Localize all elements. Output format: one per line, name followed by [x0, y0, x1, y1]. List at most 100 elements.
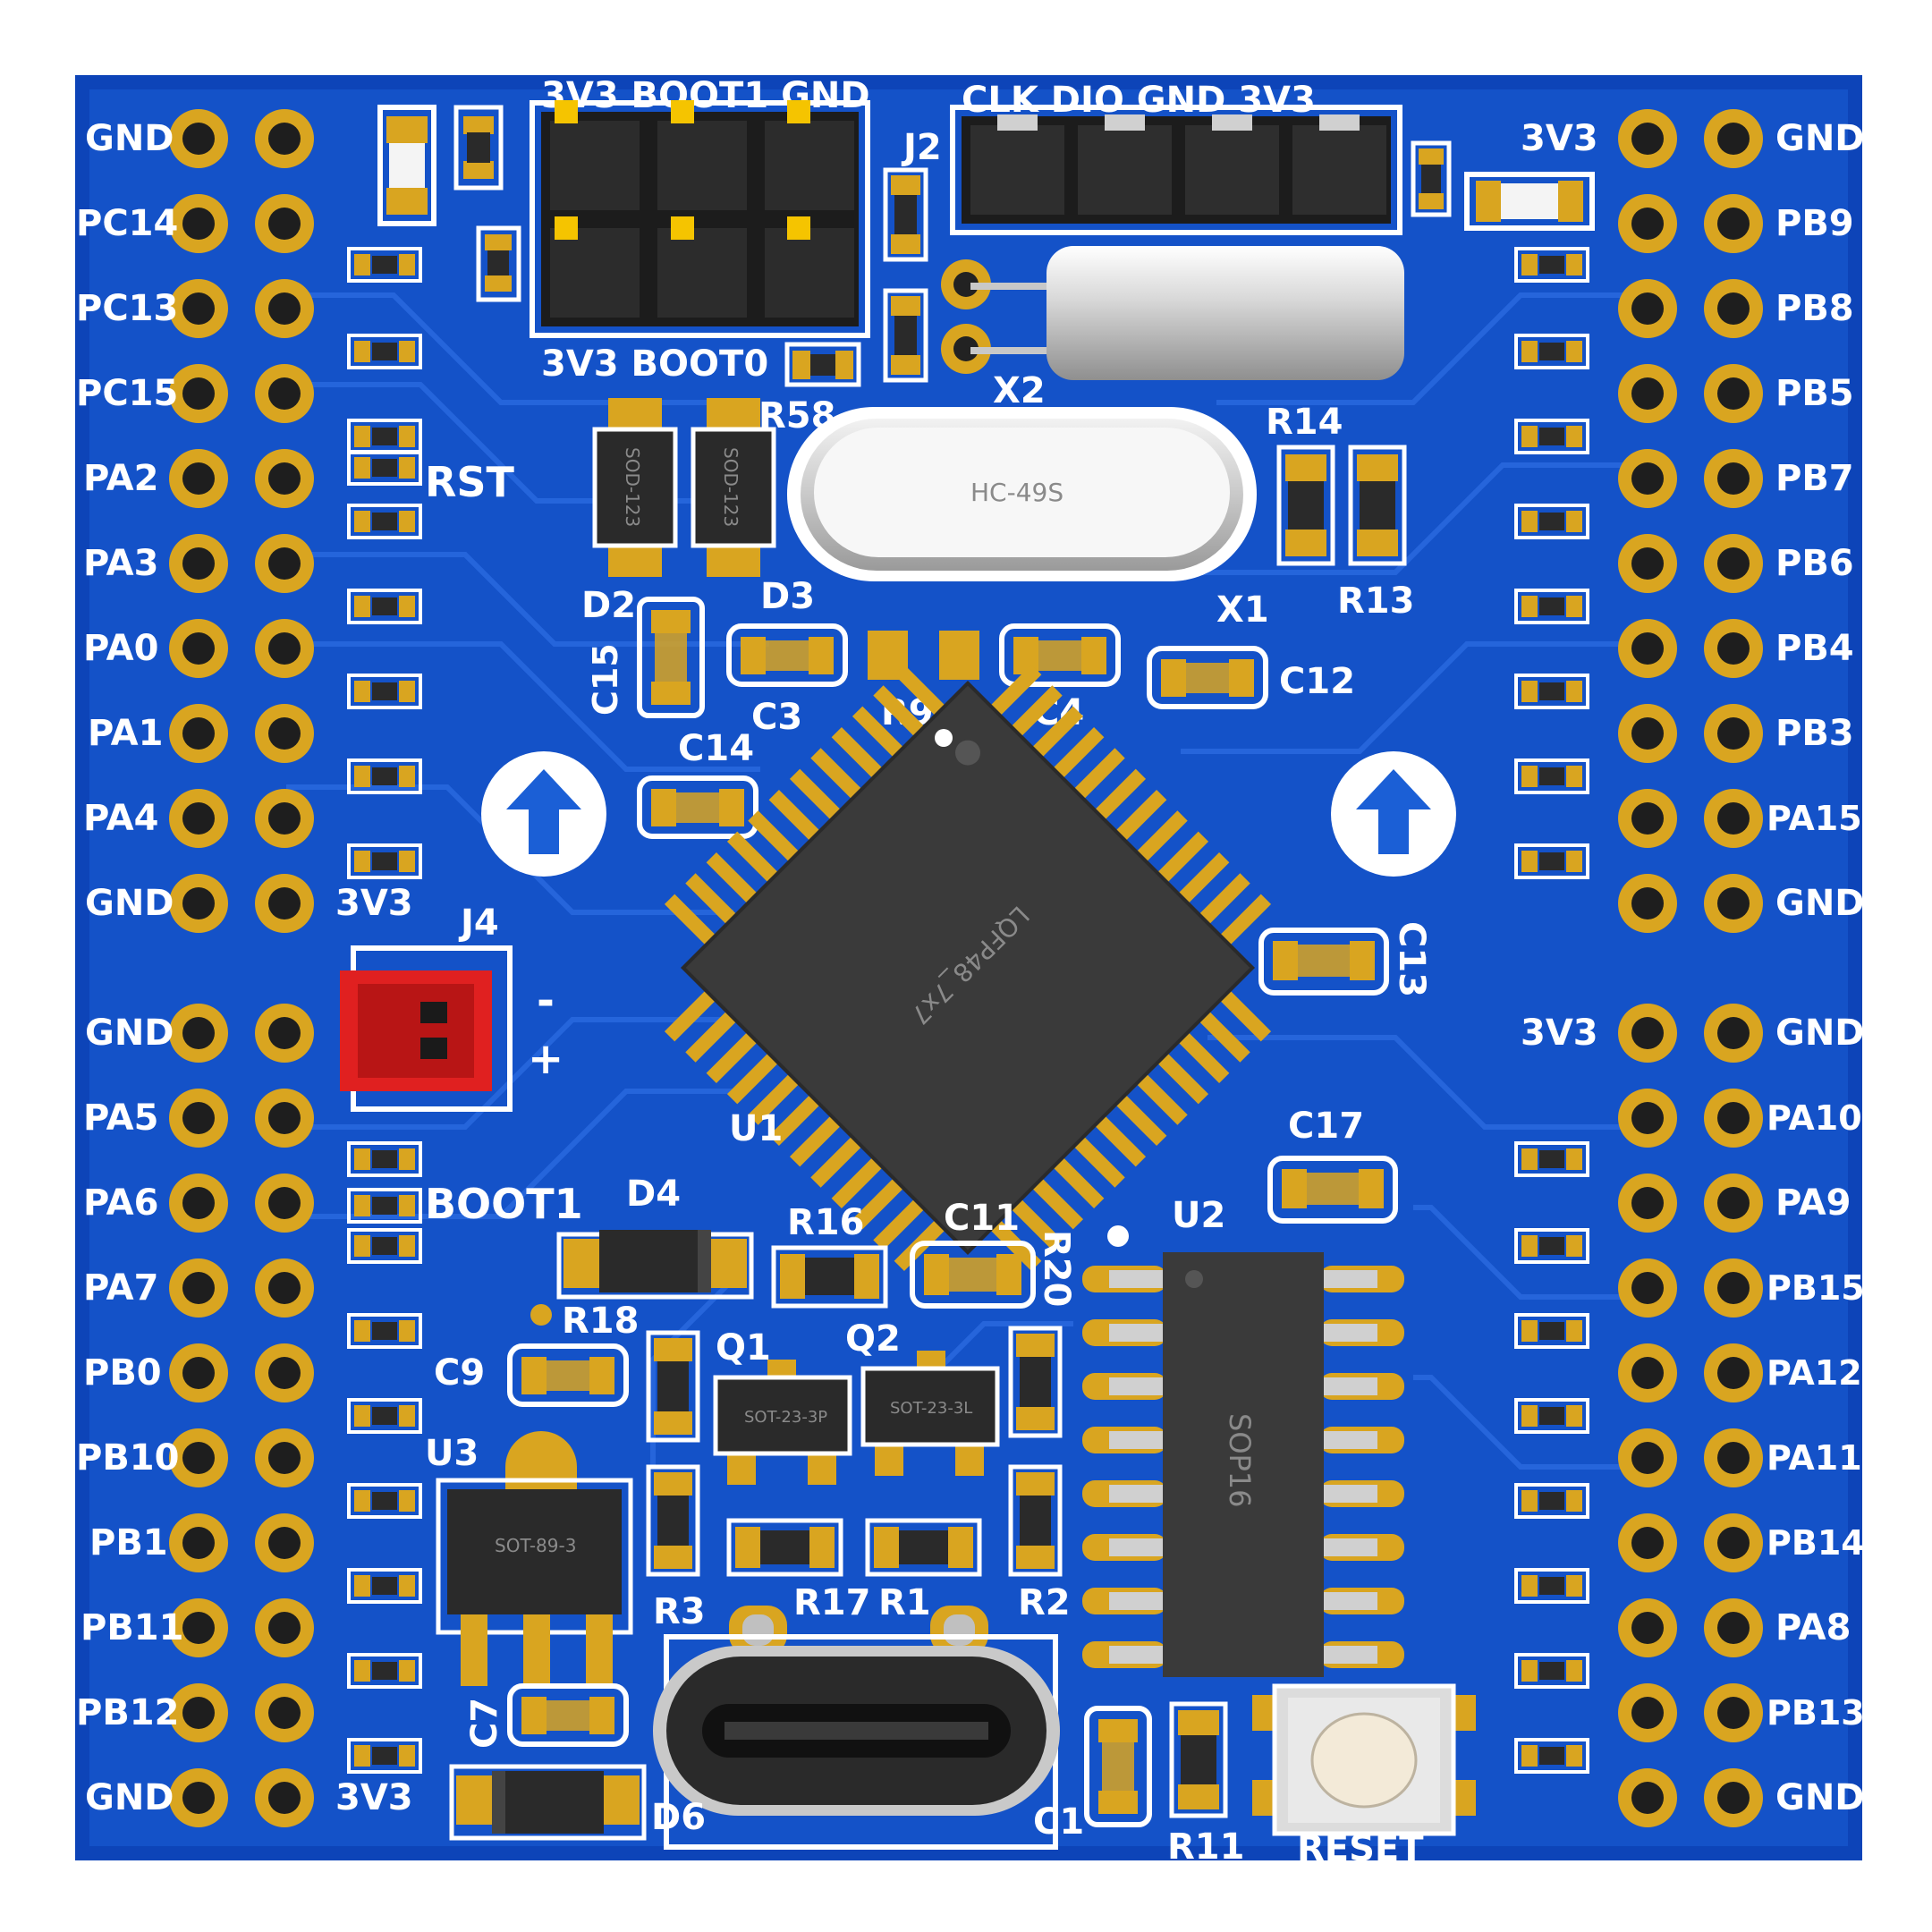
header-pin [169, 194, 228, 253]
header-pin [169, 534, 228, 593]
pin-label-right-16: PA11 [1767, 1438, 1862, 1478]
header-pin [1704, 1683, 1763, 1742]
label-u3: U3 [425, 1433, 479, 1474]
header-pin [1618, 1174, 1677, 1233]
label-r13: R13 [1337, 580, 1414, 622]
resistor-top-left [453, 105, 504, 191]
smd-footprint [1514, 1313, 1589, 1349]
header-pin [169, 1258, 228, 1318]
smd-footprint [1514, 1398, 1589, 1434]
smd-footprint [347, 843, 422, 879]
pin-label-right-3: PB8 [1775, 288, 1854, 329]
label-x2: X2 [993, 370, 1046, 411]
resistor-r13: R13 [1337, 445, 1414, 622]
reset-button[interactable]: RESET [1252, 1683, 1476, 1869]
header-pin [1704, 1428, 1763, 1487]
header-pin [169, 1174, 228, 1233]
smd-footprint [347, 1738, 422, 1774]
resistor-r11: R11 [1167, 1701, 1244, 1868]
led-top-left [377, 105, 436, 226]
capacitor-c14: C14 [637, 728, 758, 839]
label-r1: R1 [878, 1582, 931, 1623]
pin-label-right-11: GND [1775, 1013, 1865, 1054]
transistor-q2: Q2 SOT-23-3L [845, 1318, 1000, 1476]
header-pin [255, 1428, 314, 1487]
header-pin [1618, 874, 1677, 933]
resistor-r14: R14 [1266, 402, 1343, 566]
resistor-stack-left [646, 1330, 700, 1577]
pin-label-right-12: PA10 [1767, 1098, 1862, 1138]
label-c13: C13 [1391, 921, 1432, 997]
resistor-r16: R16 [771, 1202, 888, 1309]
label-q1: Q1 [716, 1327, 771, 1368]
right-pin-header [1618, 109, 1763, 1827]
label-d2: D2 [581, 585, 636, 626]
pin-label-left-19: PB12 [76, 1692, 179, 1733]
smd-footprint [347, 334, 422, 369]
smd-footprint [1514, 1653, 1589, 1689]
capacitor-c12: C12 [1147, 646, 1355, 709]
pin-label-left-14: PA7 [83, 1267, 158, 1309]
pkg-sot-q2: SOT-23-3L [890, 1399, 972, 1418]
label-left-3v3-upper: 3V3 [335, 883, 413, 924]
pin-label-left-13: PA6 [83, 1182, 158, 1224]
label-r14: R14 [1266, 402, 1343, 443]
pin-label-right-18: PA8 [1775, 1607, 1851, 1648]
smd-footprint [1514, 1228, 1589, 1264]
smd-footprint [347, 674, 422, 709]
label-d4: D4 [626, 1174, 681, 1215]
smd-footprint [347, 247, 422, 283]
header-pin [255, 619, 314, 678]
header-pin [1618, 1513, 1677, 1572]
pin-label-right-7: PB4 [1775, 628, 1854, 669]
header-pin [1704, 279, 1763, 338]
pin-label-left-18: PB11 [80, 1607, 183, 1648]
boot-jumper-header: 3V3 BOOT1 GND 3V3 BOOT0 [530, 75, 870, 385]
smd-footprint [1514, 843, 1589, 879]
diode-d6: D6 [449, 1764, 706, 1841]
capacitor-c1: C1 [1033, 1706, 1152, 1843]
pin-label-right-6: PB6 [1775, 543, 1854, 584]
header-pin [1704, 704, 1763, 763]
label-d3: D3 [760, 576, 815, 617]
smd-footprint [347, 1313, 422, 1349]
header-pin [1618, 1004, 1677, 1063]
header-pin [1618, 1089, 1677, 1148]
resistor-top-left-2 [476, 225, 521, 302]
usb-c-connector [653, 1606, 1060, 1850]
left-header-labels: GND PC14 PC13 PC15 PA2 PA3 PA0 PA1 PA4 G… [76, 118, 413, 1818]
label-c15: C15 [586, 643, 625, 716]
header-pin [1618, 364, 1677, 423]
header-pin [169, 1004, 228, 1063]
smd-footprint [347, 1188, 422, 1224]
header-pin [169, 619, 228, 678]
label-right-3v3-top: 3V3 [1521, 118, 1598, 159]
left-pin-header [169, 109, 314, 1827]
label-j2: J2 [901, 127, 942, 168]
header-pin [1618, 789, 1677, 848]
smd-footprint [347, 1398, 422, 1434]
up-arrow-icon [1331, 751, 1456, 877]
label-r2: R2 [1018, 1582, 1071, 1623]
header-pin [169, 704, 228, 763]
header-pin [169, 1513, 228, 1572]
header-pin [1704, 364, 1763, 423]
smd-footprint [1514, 1483, 1589, 1519]
capacitor-c13: C13 [1258, 921, 1432, 997]
pin-label-left-12: PA5 [83, 1097, 158, 1139]
header-pin [1618, 1428, 1677, 1487]
smd-footprint [1514, 247, 1589, 283]
smd-footprint [1514, 334, 1589, 369]
smd-footprint [347, 758, 422, 794]
header-pin [1618, 1258, 1677, 1318]
header-pin [255, 1683, 314, 1742]
regulator-u3: U3 SOT-89-3 [425, 1431, 633, 1686]
pin-label-right-17: PB14 [1767, 1523, 1865, 1563]
header-pin [255, 534, 314, 593]
capacitor-c3: C3 [726, 623, 848, 738]
pin-label-right-5: PB7 [1775, 458, 1854, 499]
header-pin [169, 449, 228, 508]
header-pin [169, 109, 228, 168]
header-pin [255, 1089, 314, 1148]
